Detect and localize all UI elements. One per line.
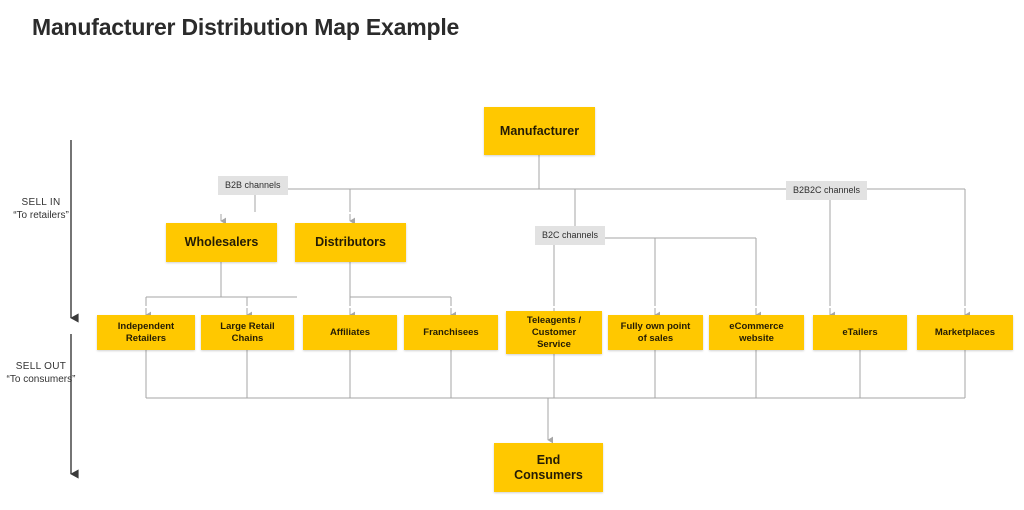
node-end-consumers[interactable]: End Consumers — [494, 443, 603, 492]
node-independent-retailers-line2: Retailers — [125, 332, 167, 344]
node-large-retail-chains-line2: Chains — [231, 332, 264, 344]
node-manufacturer[interactable]: Manufacturer — [484, 107, 595, 155]
channel-label-b2b[interactable]: B2B channels — [218, 176, 288, 195]
axis-label-sell-out-line2: “To consumers” — [6, 374, 76, 385]
node-teleagents-line3: Service — [537, 338, 571, 350]
axis-label-sell-in-line1: SELL IN — [21, 197, 61, 208]
node-ecommerce-website-line1: eCommerce — [729, 320, 784, 332]
node-end-consumers-line1: End — [536, 452, 561, 467]
node-marketplaces-label: Marketplaces — [934, 326, 996, 338]
node-wholesalers-label: Wholesalers — [184, 235, 259, 249]
axis-label-sell-in-line2: “To retailers” — [13, 210, 69, 221]
node-fully-own-point-of-sales-line2: of sales — [637, 332, 674, 344]
node-ecommerce-website-line2: website — [739, 332, 774, 344]
page-title: Manufacturer Distribution Map Example — [32, 14, 460, 40]
node-franchisees[interactable]: Franchisees — [404, 315, 498, 350]
node-independent-retailers[interactable]: Independent Retailers — [97, 315, 195, 350]
axis-label-sell-out-line1: SELL OUT — [15, 361, 67, 372]
node-wholesalers[interactable]: Wholesalers — [166, 223, 277, 262]
node-teleagents-line2: Customer — [531, 326, 577, 338]
node-teleagents[interactable]: Teleagents / Customer Service — [506, 311, 602, 354]
axis-label-sell-out: SELL OUT “To consumers” — [0, 360, 82, 386]
node-distributors-label: Distributors — [315, 235, 386, 249]
node-ecommerce-website[interactable]: eCommerce website — [709, 315, 804, 350]
node-etailers[interactable]: eTailers — [813, 315, 907, 350]
node-large-retail-chains[interactable]: Large Retail Chains — [201, 315, 294, 350]
node-marketplaces[interactable]: Marketplaces — [917, 315, 1013, 350]
node-etailers-label: eTailers — [842, 326, 878, 338]
node-distributors[interactable]: Distributors — [295, 223, 406, 262]
node-affiliates-label: Affiliates — [329, 326, 371, 338]
node-independent-retailers-line1: Independent — [117, 320, 175, 332]
channel-label-b2b2c[interactable]: B2B2C channels — [786, 181, 868, 200]
axis-label-sell-in: SELL IN “To retailers” — [0, 196, 82, 222]
node-manufacturer-label: Manufacturer — [499, 123, 580, 138]
node-fully-own-point-of-sales[interactable]: Fully own point of sales — [608, 315, 703, 350]
node-large-retail-chains-line1: Large Retail — [220, 320, 275, 332]
node-franchisees-label: Franchisees — [423, 326, 479, 338]
node-teleagents-line1: Teleagents / — [526, 314, 582, 326]
node-affiliates[interactable]: Affiliates — [303, 315, 397, 350]
channel-label-b2c[interactable]: B2C channels — [535, 226, 606, 245]
node-end-consumers-line2: Consumers — [514, 467, 583, 482]
node-fully-own-point-of-sales-line1: Fully own point — [620, 320, 691, 332]
